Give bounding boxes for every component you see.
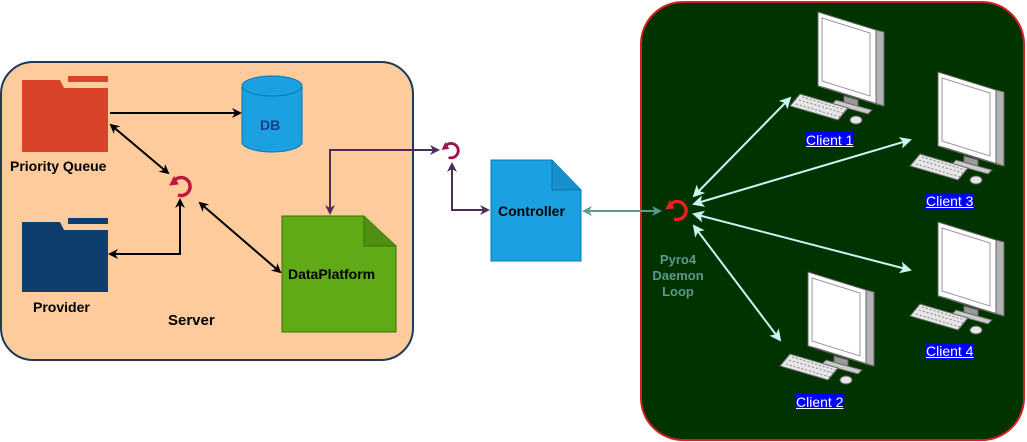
provider-label: Provider — [33, 299, 90, 315]
daemon-label: Pyro4 Daemon Loop — [651, 252, 705, 300]
client3-label[interactable]: Client 3 — [925, 193, 975, 209]
arrow-daemon-client4 — [692, 210, 912, 274]
daemon-label-line1: Pyro4 — [659, 252, 697, 267]
arrow-loop-provider — [108, 198, 185, 259]
arrow-daemon-client2 — [692, 224, 782, 342]
arrow-queue-loop — [109, 123, 170, 175]
db-cylinder — [241, 75, 303, 153]
server-title: Server — [168, 312, 215, 329]
client2-label[interactable]: Client 2 — [795, 394, 845, 410]
priority-queue-folder-icon — [22, 76, 108, 152]
daemon-label-line3: Loop — [662, 284, 694, 299]
arrow-daemon-client3 — [692, 137, 912, 207]
proxy-loop-icon — [440, 141, 460, 160]
arrow-dataplatform-proxy — [325, 145, 440, 215]
client4-label[interactable]: Client 4 — [925, 343, 975, 359]
arrow-proxy-controller — [447, 162, 490, 215]
client1-label[interactable]: Client 1 — [805, 132, 855, 148]
db-label: DB — [260, 117, 281, 133]
data-platform-label: DataPlatform — [288, 266, 376, 282]
controller-label: Controller — [498, 203, 565, 219]
priority-queue-label: Priority Queue — [10, 158, 107, 174]
provider-folder-icon — [22, 218, 108, 292]
daemon-label-line2: Daemon — [652, 268, 704, 283]
arrow-loop-dataplatform — [198, 201, 282, 274]
